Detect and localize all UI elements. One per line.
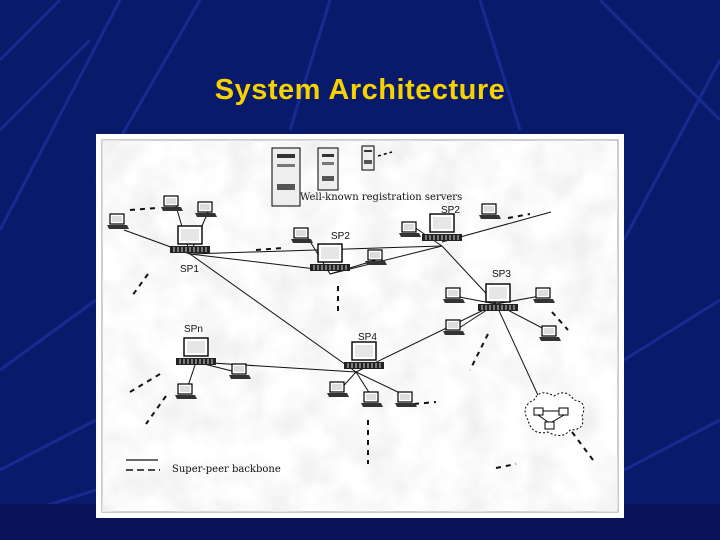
server-icon xyxy=(317,147,339,191)
sp2-mid-label: SP2 xyxy=(331,231,350,242)
world-map-texture xyxy=(102,140,618,512)
legend-backbone-label: Super-peer backbone xyxy=(172,464,281,475)
slide-title: System Architecture xyxy=(214,74,506,106)
spn-label: SPn xyxy=(184,324,203,335)
architecture-figure: Well-known registration servers xyxy=(96,134,624,518)
server-icon xyxy=(271,147,301,207)
sp1-label: SP1 xyxy=(180,264,199,275)
registration-servers: Well-known registration servers xyxy=(271,145,462,207)
server-icon xyxy=(361,145,375,171)
peer-cloud xyxy=(524,392,585,436)
architecture-diagram: Well-known registration servers xyxy=(101,139,619,513)
servers-label: Well-known registration servers xyxy=(300,192,462,203)
sp3-label: SP3 xyxy=(492,269,511,280)
legend: Super-peer backbone xyxy=(126,459,281,475)
dashed-extensions xyxy=(129,207,597,469)
sp4-label: SP4 xyxy=(358,332,377,343)
sp2-top-label: SP2 xyxy=(441,205,460,216)
